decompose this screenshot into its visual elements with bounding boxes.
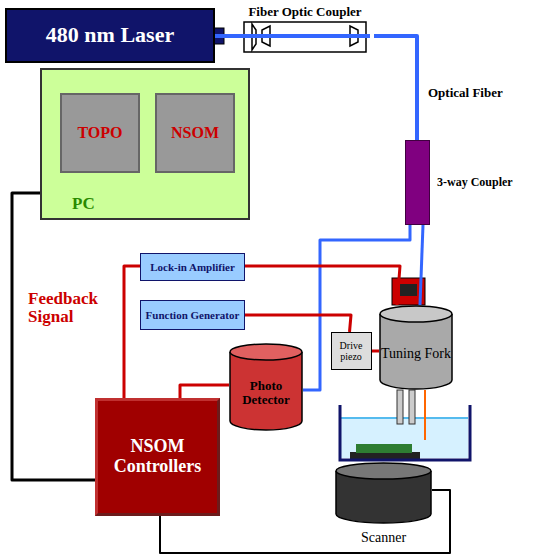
node-text: Function Generator (146, 309, 240, 321)
fiber-label: Optical Fiber (428, 86, 528, 100)
fiber-probe (424, 390, 426, 440)
connector (12, 193, 95, 480)
node-text: TOPO (77, 124, 122, 142)
node-text: Scanner (361, 530, 406, 545)
cylinder-body (230, 352, 302, 430)
cylinder-top (336, 463, 431, 479)
connector (245, 315, 351, 332)
screen-box: TOPO (60, 93, 140, 173)
node-text: 480 nm Laser (46, 23, 174, 47)
node-text: NSOM Controllers (101, 437, 214, 477)
node-text: Drive piezo (335, 340, 368, 362)
instrument-box: Function Generator (140, 300, 245, 330)
tuning-fork-cylinder: Tuning Fork (379, 305, 453, 390)
sample (356, 444, 412, 453)
piezo-box: Drive piezo (331, 332, 372, 370)
node-text: Photo Detector (231, 379, 301, 408)
node-text: Tuning Fork (381, 346, 451, 361)
connector (245, 266, 400, 305)
pc-box: PC TOPO NSOM (40, 68, 250, 220)
fork-prong (409, 390, 415, 424)
photodetector-cylinder: Photo Detector (229, 343, 303, 431)
cylinder-top (230, 344, 302, 360)
node-text: NSOM (171, 124, 219, 142)
connector (215, 34, 236, 38)
signal-label: Feedback Signal (28, 290, 116, 326)
liquid-cell (340, 405, 470, 460)
connector (180, 385, 229, 398)
node-text: PC (72, 195, 95, 214)
cylinder-top (380, 306, 452, 322)
laser-box: 480 nm Laser (5, 8, 215, 63)
liquid-surface (341, 417, 468, 419)
scanner-cylinder: Scanner (335, 462, 432, 548)
node-text: Fiber Optic Coupler (248, 5, 361, 19)
cylinder-outline (335, 462, 432, 524)
fiber-coupler: Fiber Optic Coupler (236, 2, 374, 56)
fork-prong (397, 390, 403, 424)
connector (420, 225, 423, 305)
screen-box: NSOM (155, 93, 235, 173)
connector (372, 350, 380, 353)
instrument-box: Lock-in Amplifier (140, 253, 245, 281)
cylinder-body (380, 314, 452, 389)
three-way-coupler: 3-way Coupler (405, 140, 538, 225)
fork-holder-core (400, 284, 417, 296)
connector (124, 266, 140, 398)
node-text: Lock-in Amplifier (150, 261, 235, 273)
connector (374, 36, 417, 140)
fiber (224, 34, 370, 38)
liquid (341, 418, 468, 458)
node-text: 3-way Coupler (437, 176, 513, 189)
coupler-body (405, 140, 430, 225)
controller-box: NSOM Controllers (95, 398, 220, 516)
